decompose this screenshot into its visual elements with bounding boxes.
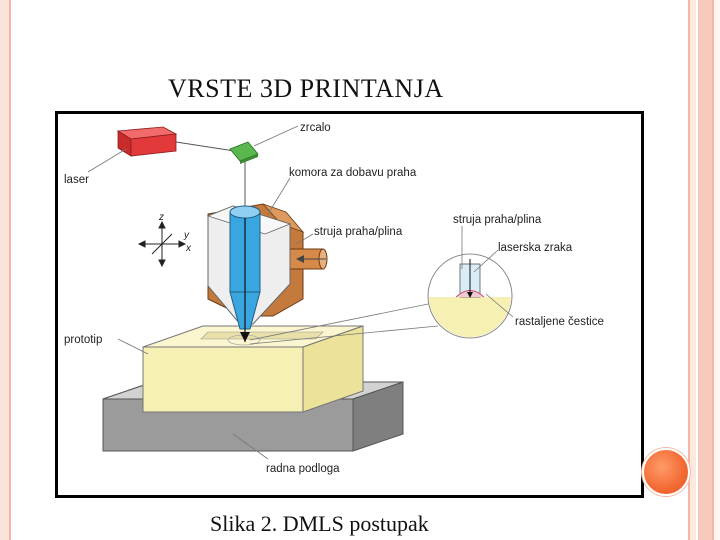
axis-x-label: x (185, 243, 192, 254)
inner-nozzle (229, 205, 261, 342)
axis-y-label: y (183, 230, 190, 241)
slide-right-border-inner (688, 0, 696, 540)
label-mirror: zrcalo (300, 122, 331, 134)
slide-right-border-outer (712, 0, 720, 540)
laser-source (116, 126, 178, 157)
label-detail-powder-gas-stream: struja praha/plina (453, 214, 542, 226)
slide-right-border-band (698, 0, 712, 540)
slide-left-border (0, 0, 11, 540)
label-powder-chamber: komora za dobavu praha (289, 167, 417, 179)
label-prototype: prototip (64, 334, 102, 346)
label-melted-particles: rastaljene čestice (515, 316, 604, 328)
detail-magnifier (427, 253, 513, 339)
label-laser: laser (64, 174, 89, 186)
detail-leader-lines (461, 226, 514, 318)
figure-caption: Slika 2. DMLS postupak (210, 511, 429, 536)
dmls-diagram-svg: z y x (64, 122, 604, 475)
decorative-orange-circle (642, 448, 690, 496)
label-powder-gas-stream: struja praha/plina (314, 226, 403, 238)
axes-symbol (137, 220, 187, 268)
laser-beam-horizontal (175, 141, 242, 153)
axis-z-label: z (158, 212, 164, 223)
leader-lines (87, 125, 439, 460)
label-laser-beam: laserska zraka (498, 242, 573, 254)
mirror (229, 141, 259, 164)
label-work-base: radna podloga (266, 463, 340, 475)
prototype-block (142, 325, 364, 413)
slide-title: VRSTE 3D PRINTANJA (168, 74, 444, 103)
dmls-diagram: z y x (55, 111, 644, 498)
